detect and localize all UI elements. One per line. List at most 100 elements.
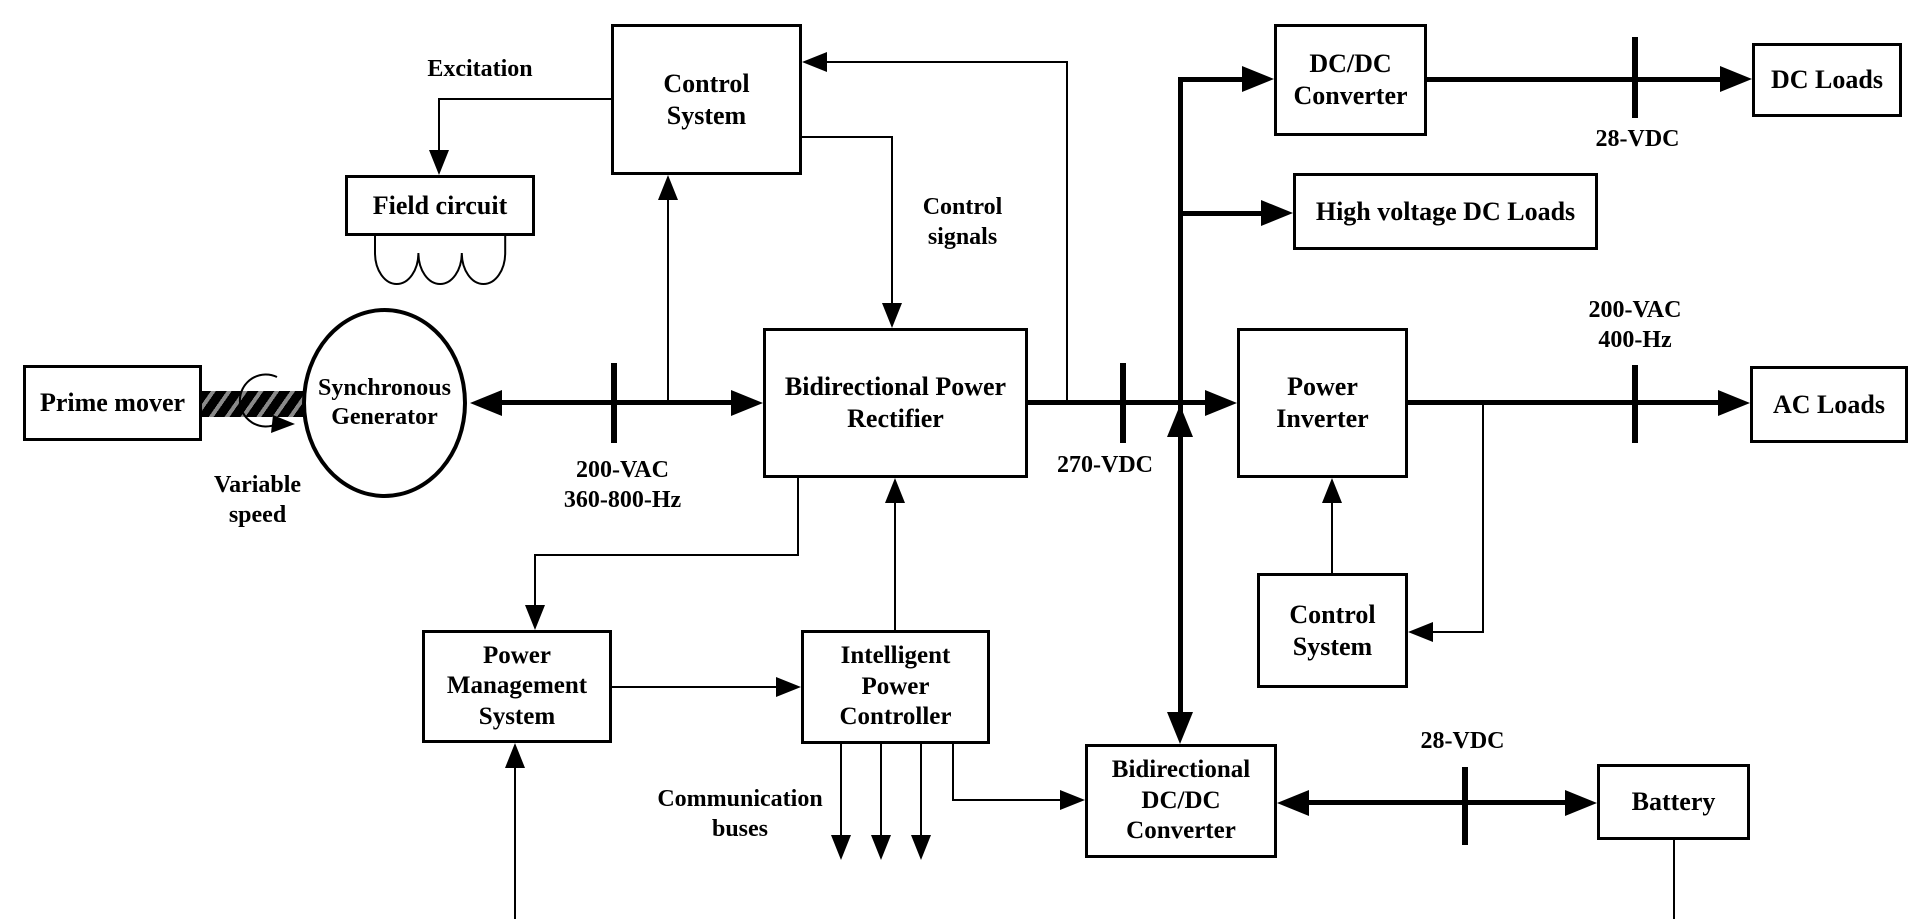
generator-bus-label: 200-VAC 360-800-Hz: [515, 455, 730, 515]
generator-bus-line2: 360-800-Hz: [563, 487, 682, 513]
excitation-text: Excitation: [427, 56, 533, 82]
battery-bus-text: 28-VDC: [1420, 728, 1505, 754]
feedback-dcbus-cs-line-v: [1066, 61, 1068, 403]
feedback-dcbus-cs-line-h: [827, 61, 1067, 63]
bdc-label-line1: Bidirectional: [1111, 756, 1251, 784]
ipc-label-line1: Intelligent: [840, 642, 951, 670]
variable-speed-line2: speed: [228, 502, 287, 528]
ipc-bdc-line-h: [952, 799, 1062, 801]
high-voltage-dc-loads-box: High voltage DC Loads: [1293, 173, 1598, 250]
arrowhead-into-bdc-right: [1277, 790, 1309, 816]
arrowhead-cs2-into-inverter: [1322, 478, 1342, 503]
generator-shaft: [200, 391, 304, 417]
bdc-label-line2: DC/DC: [1141, 786, 1221, 814]
feedback-acbus-cs-line-v: [667, 200, 669, 403]
dcdc-label-line1: DC/DC: [1309, 49, 1392, 79]
arrowhead-into-ac-loads: [1718, 390, 1750, 416]
ipc-bdc-line-v: [952, 744, 954, 801]
arrowhead-comm-bus-2: [871, 835, 891, 860]
pms-bottom-input-line: [514, 768, 516, 919]
comm-bus-line-1: [840, 744, 842, 837]
ipc-label-line2: Power: [861, 672, 930, 700]
pms-label-line3: System: [478, 702, 556, 730]
connector-dcdc-dcloads: [1427, 77, 1724, 82]
arrowhead-into-pms-bottom: [505, 743, 525, 768]
arrowhead-acbus-into-cs2: [1408, 622, 1433, 642]
cs2-label-line2: System: [1292, 631, 1373, 661]
cs1-label-line2: System: [666, 100, 747, 130]
bdc-label-line3: Converter: [1126, 817, 1236, 845]
bus-tick-ac-output: [1632, 365, 1638, 443]
control-signals-line-h: [802, 136, 893, 138]
rectifier-pms-line-v2: [534, 554, 536, 607]
dc-bus-top-elbow: [1178, 77, 1248, 82]
generator-label-line2: Generator: [331, 404, 438, 430]
ac-loads-label: AC Loads: [1773, 389, 1885, 419]
rectifier-pms-line-v1: [797, 478, 799, 556]
rectifier-label-line2: Rectifier: [847, 404, 944, 433]
field-circuit-label: Field circuit: [372, 190, 508, 220]
intelligent-power-controller-box: Intelligent Power Controller: [801, 630, 990, 744]
branch-hv-dc-loads: [1178, 211, 1266, 216]
battery-label: Battery: [1631, 787, 1716, 817]
ipc-rectifier-line: [894, 503, 896, 630]
comm-buses-line1: Communication: [657, 786, 823, 812]
field-coil-icon: [374, 235, 507, 285]
dc-loads-bus-text: 28-VDC: [1595, 126, 1680, 152]
ac-output-bus-label: 200-VAC 400-Hz: [1545, 295, 1725, 355]
prime-mover-label: Prime mover: [39, 388, 186, 418]
ipc-label-line3: Controller: [839, 703, 952, 731]
ac-loads-box: AC Loads: [1750, 366, 1908, 443]
variable-speed-line1: Variable: [213, 472, 302, 498]
cs2-inverter-line: [1331, 503, 1333, 573]
arrowhead-into-inverter-left: [1205, 390, 1237, 416]
battery-box: Battery: [1597, 764, 1750, 840]
inverter-label-line2: Inverter: [1276, 404, 1369, 433]
control-system-generator-box: Control System: [611, 24, 802, 175]
arrowhead-into-bdc-top: [1167, 712, 1193, 744]
bus-tick-generator-ac: [611, 363, 617, 443]
acbus-cs2-line-h: [1433, 631, 1483, 633]
arrowhead-into-field-circuit: [429, 150, 449, 175]
arrowhead-into-battery: [1565, 790, 1597, 816]
rectifier-pms-line-h: [534, 554, 799, 556]
bidirectional-power-rectifier-box: Bidirectional Power Rectifier: [763, 328, 1028, 478]
arrowhead-into-pms-top: [525, 605, 545, 630]
connector-inverter-acloads: [1408, 400, 1722, 405]
arrowhead-control-signals-into-rectifier: [882, 303, 902, 328]
excitation-line-h: [439, 98, 611, 100]
comm-bus-line-2: [880, 744, 882, 837]
control-signals-label: Control signals: [870, 192, 1055, 252]
prime-mover-box: Prime mover: [23, 365, 202, 441]
control-signals-line-v: [891, 136, 893, 306]
bus-tick-28vdc-loads: [1632, 37, 1638, 118]
excitation-line-v: [438, 98, 440, 152]
rotation-arrow-icon: [238, 373, 295, 433]
arrowhead-ipc-into-rectifier-bottom: [885, 478, 905, 503]
arrowhead-feedback-into-cs1: [802, 52, 827, 72]
generator-label-line1: Synchronous: [318, 374, 451, 401]
dc-loads-label: DC Loads: [1771, 65, 1883, 95]
rectifier-label-line1: Bidirectional Power: [784, 372, 1007, 402]
inverter-label-line1: Power: [1287, 372, 1358, 402]
arrowhead-comm-bus-3: [911, 835, 931, 860]
dc-loads-bus-label: 28-VDC: [1560, 124, 1715, 154]
arrowhead-into-dcdc-converter: [1242, 66, 1274, 92]
pms-ipc-line: [612, 686, 779, 688]
arrowhead-into-rectifier-left: [731, 390, 763, 416]
dc-loads-box: DC Loads: [1752, 43, 1902, 117]
connector-bdc-battery: [1288, 800, 1568, 805]
dcdc-label-line2: Converter: [1293, 81, 1408, 110]
cs1-label-line1: Control: [663, 68, 750, 98]
bidirectional-dcdc-converter-box: Bidirectional DC/DC Converter: [1085, 744, 1277, 858]
pms-label-line2: Management: [446, 672, 588, 700]
arrowhead-into-hvdc-loads: [1261, 200, 1293, 226]
control-system-inverter-box: Control System: [1257, 573, 1408, 688]
arrowhead-bus-junction-up: [1167, 405, 1193, 437]
ac-output-bus-line1: 200-VAC: [1588, 297, 1682, 323]
pms-label-line1: Power: [482, 641, 552, 669]
generator-bus-line1: 200-VAC: [576, 457, 669, 483]
hvdc-loads-label: High voltage DC Loads: [1315, 196, 1576, 226]
power-management-system-box: Power Management System: [422, 630, 612, 743]
